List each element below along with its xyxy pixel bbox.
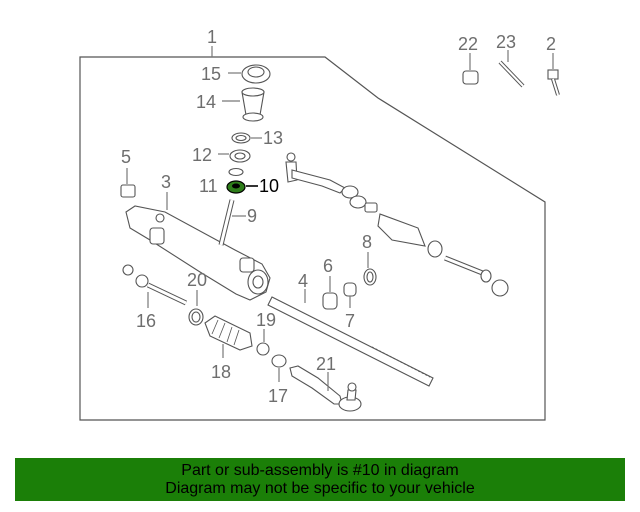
callout-3: 3 (161, 172, 171, 192)
callout-21: 21 (316, 354, 336, 374)
part-2-bolt[interactable] (547, 69, 560, 96)
callout-10: 10 (259, 176, 279, 196)
part-14-sleeve[interactable] (241, 87, 265, 122)
callout-2: 2 (546, 34, 556, 54)
callout-7: 7 (345, 311, 355, 331)
banner-line-2: Diagram may not be specific to your vehi… (165, 480, 475, 497)
callout-16: 16 (136, 311, 156, 331)
callout-13: 13 (263, 128, 283, 148)
callout-8: 8 (362, 232, 372, 252)
part-15-cap[interactable] (241, 64, 271, 84)
callout-12: 12 (192, 145, 212, 165)
part-11-o-ring[interactable] (228, 167, 244, 177)
callout-20: 20 (187, 270, 207, 290)
part-12-washer[interactable] (229, 149, 251, 163)
part-21-tie-rod-end[interactable] (289, 365, 362, 412)
part-23-bolt[interactable] (498, 60, 525, 88)
callout-11: 11 (199, 176, 218, 196)
part-19-clip[interactable] (256, 342, 270, 356)
part-22-cap[interactable] (462, 70, 479, 85)
callout-17: 17 (268, 386, 288, 406)
part-3-rack-housing[interactable] (125, 205, 271, 301)
part-20-clamp[interactable] (188, 308, 204, 326)
info-banner: Part or sub-assembly is #10 in diagram D… (15, 458, 625, 501)
part-16-inner-tie-rod[interactable] (122, 264, 188, 306)
part-10-seal[interactable] (226, 180, 246, 194)
part-9-stud[interactable] (218, 199, 235, 246)
callout-15: 15 (201, 64, 221, 84)
part-tie-rod-end-upper[interactable] (285, 152, 378, 213)
part-17-nut[interactable] (271, 354, 287, 368)
part-5-nut[interactable] (120, 184, 136, 198)
banner-line-1: Part or sub-assembly is #10 in diagram (181, 462, 459, 479)
callout-14: 14 (196, 92, 216, 112)
callout-6: 6 (323, 256, 333, 276)
callout-1: 1 (207, 27, 217, 47)
part-upper-boot[interactable] (377, 213, 509, 297)
callout-5: 5 (121, 147, 131, 167)
assembly-panel (79, 56, 546, 421)
callout-4: 4 (298, 271, 308, 291)
part-13-ring[interactable] (231, 132, 251, 144)
part-6-bushing[interactable] (322, 292, 338, 310)
callout-18: 18 (211, 362, 231, 382)
part-4-rack-bar[interactable] (267, 296, 434, 387)
callout-22: 22 (458, 34, 478, 54)
callout-23: 23 (496, 32, 516, 52)
callout-19: 19 (256, 310, 276, 330)
part-7-bushing[interactable] (343, 282, 357, 297)
part-8-clamp[interactable] (363, 268, 377, 286)
part-18-boot[interactable] (204, 315, 253, 351)
callout-9: 9 (247, 206, 257, 226)
parts-diagram: 1 22 23 2 15 14 13 12 (79, 27, 560, 421)
